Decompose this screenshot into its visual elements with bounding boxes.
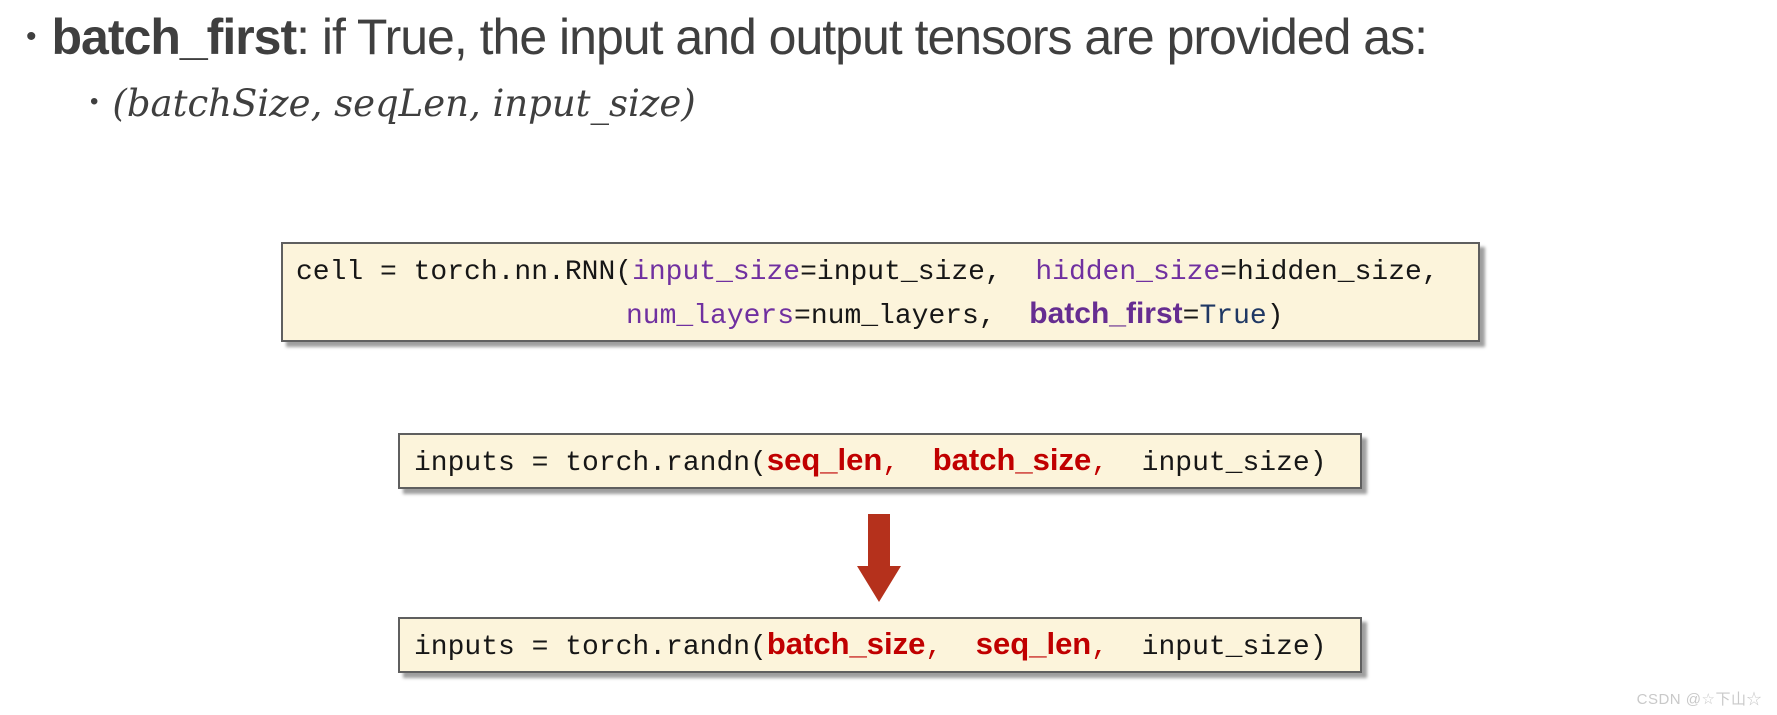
code-text: =num_layers, [794, 301, 1030, 332]
down-arrow-icon [857, 514, 901, 604]
subtitle-math-text: (batchSize, seqLen, input_size) [112, 82, 696, 125]
keyword-num-layers: num_layers [626, 301, 795, 332]
code-comma: , [925, 631, 976, 663]
rnn-code-box: cell = torch.nn.RNN(input_size=input_siz… [281, 242, 1480, 342]
randn-batch-first-line: inputs = torch.randn(batch_size, seq_len… [414, 623, 1327, 668]
subtitle-line: • (batchSize, seqLen, input_size) [90, 82, 696, 125]
value-true: True [1199, 301, 1267, 332]
code-text: cell = torch.nn.RNN( [296, 257, 633, 288]
code-text: =input_size, [800, 257, 1036, 288]
page-title: • batch_first: if True, the input and out… [26, 8, 1428, 66]
code-text: = [1182, 301, 1200, 332]
code-comma: , [1091, 631, 1109, 663]
code-text: input_size) [1108, 631, 1327, 663]
arg-batch-size: batch_size [932, 441, 1092, 477]
arg-seq-len: seq_len [975, 625, 1092, 661]
code-text: inputs = torch.randn( [414, 631, 767, 663]
randn-seq-first-line: inputs = torch.randn(seq_len, batch_size… [414, 439, 1327, 484]
rnn-code-line-1: cell = torch.nn.RNN(input_size=input_siz… [296, 252, 1478, 293]
arg-seq-len: seq_len [766, 441, 883, 477]
title-bullet-icon: • [26, 20, 36, 53]
rnn-code-line-2: num_layers=num_layers, batch_first=True) [626, 293, 1478, 337]
code-text: =hidden_size, [1220, 257, 1439, 288]
code-text: input_size) [1108, 447, 1327, 479]
csdn-watermark: CSDN @☆下山☆ [1636, 691, 1762, 708]
keyword-hidden-size: hidden_size [1035, 257, 1221, 288]
code-text: inputs = torch.randn( [414, 447, 767, 479]
title-text: : if True, the input and output tensors … [296, 9, 1428, 65]
keyword-input-size: input_size [632, 257, 801, 288]
code-comma: , [1091, 447, 1109, 479]
randn-seq-first-code-box: inputs = torch.randn(seq_len, batch_size… [398, 433, 1362, 489]
title-keyword: batch_first [51, 9, 298, 65]
code-text: ) [1266, 301, 1284, 332]
arg-batch-size: batch_size [766, 625, 926, 661]
keyword-batch-first: batch_first [1029, 297, 1183, 330]
subtitle-bullet-icon: • [90, 88, 99, 115]
randn-batch-first-code-box: inputs = torch.randn(batch_size, seq_len… [398, 617, 1362, 673]
code-comma: , [882, 447, 933, 479]
